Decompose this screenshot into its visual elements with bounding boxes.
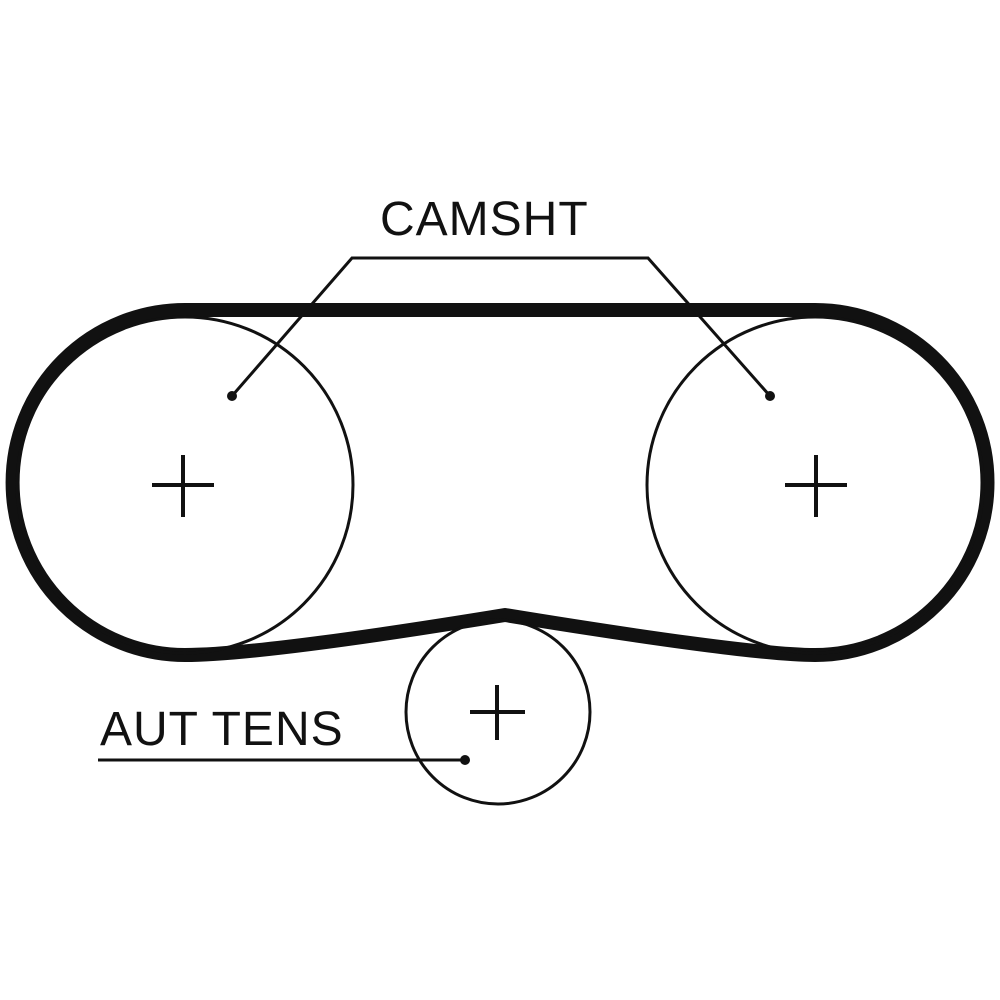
timing-belt [5, 303, 995, 662]
camshaft-label: CAMSHT [380, 193, 589, 246]
center-cross-icon [152, 455, 847, 740]
right-camshaft-pulley [645, 315, 985, 655]
tensioner-label: AUT TENS [100, 703, 344, 756]
left-camshaft-pulley [15, 315, 355, 655]
tensioner-pulley [404, 618, 592, 806]
camshaft-leader-lines [230, 256, 772, 397]
